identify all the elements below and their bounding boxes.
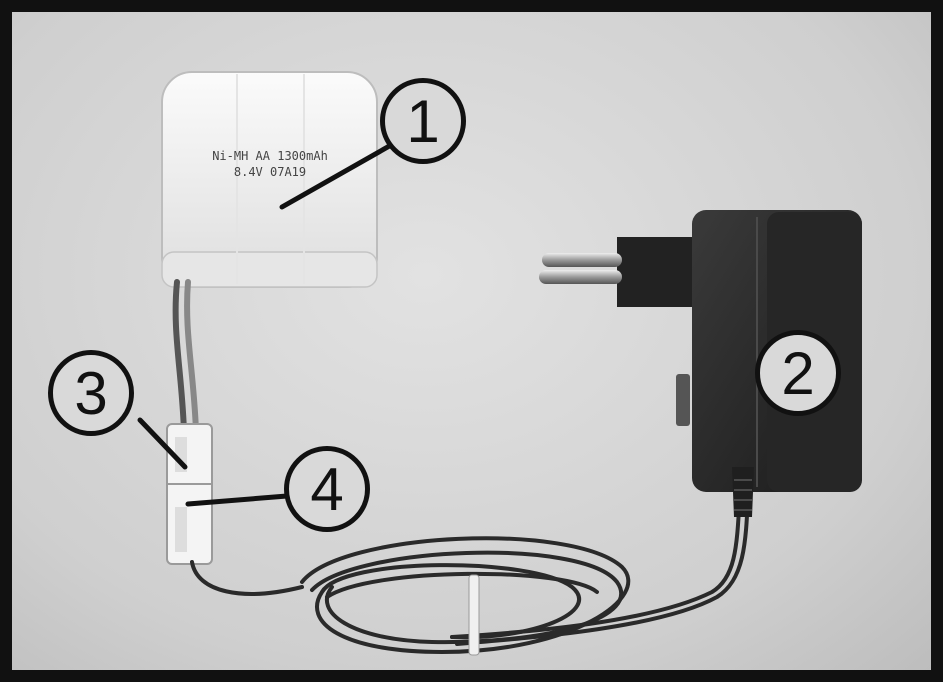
battery-label-line-2: 8.4V 07A19: [234, 165, 306, 179]
callout-2: 2: [755, 330, 841, 416]
plug-pin-lower: [539, 270, 622, 284]
battery-leads: [172, 279, 199, 435]
plug-body: [617, 237, 702, 307]
photo-scene: Ni-MH AA 1300mAh 8.4V 07A19: [137, 71, 862, 656]
battery-label-line-1: Ni-MH AA 1300mAh: [212, 149, 328, 163]
callout-1: 1: [380, 78, 466, 164]
plug-pin-upper: [542, 253, 622, 267]
battery-pack: [161, 71, 378, 288]
cable-tie: [468, 574, 480, 656]
callout-3: 3: [48, 350, 134, 436]
leader-line-3: [137, 417, 188, 470]
leader-line-4: [185, 493, 290, 507]
callout-leaders: [137, 137, 403, 507]
leader-line-1: [279, 137, 403, 210]
charger-cable: [190, 490, 750, 655]
connector: [166, 423, 213, 565]
callout-4: 4: [284, 446, 370, 532]
